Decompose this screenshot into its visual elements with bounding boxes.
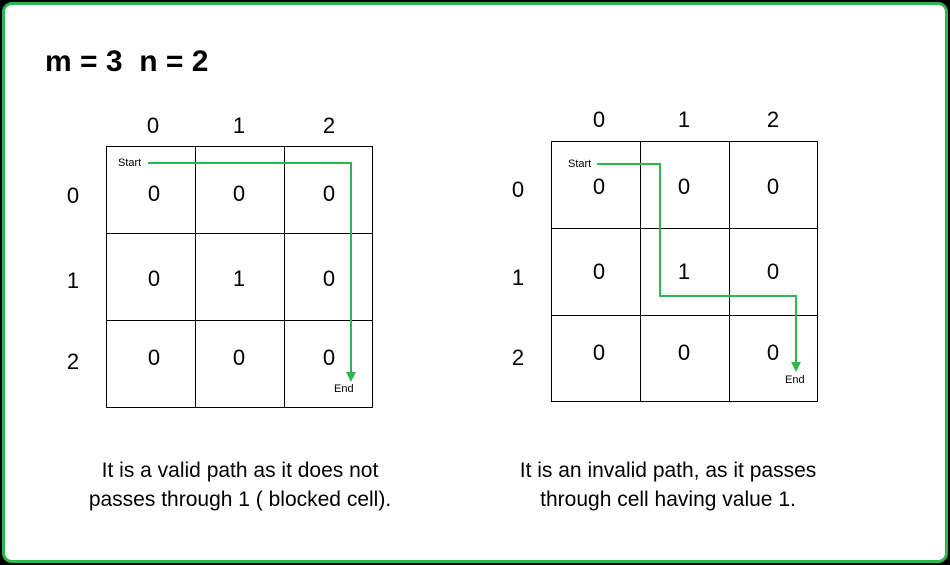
left-row-header-2: 2 [66,349,80,374]
right-grid [551,141,818,402]
left-col-header-0: 0 [146,113,160,138]
right-grid-divider [551,315,818,316]
left-row-header-0: 0 [66,183,80,208]
left-grid [106,146,373,408]
left-col-header-2: 2 [322,113,336,138]
left-start-label: Start [118,157,142,169]
right-end-label: End [785,374,805,386]
right-grid-divider [551,228,818,229]
right-col-header-1: 1 [677,107,691,132]
left-grid-divider [106,320,373,321]
left-caption-line-1: It is a valid path as it does not [101,459,379,482]
left-end-label: End [334,383,354,395]
left-row-header-1: 1 [66,268,80,293]
left-col-header-1: 1 [232,113,246,138]
left-cell-2-1: 0 [232,345,246,370]
right-col-header-2: 2 [766,107,780,132]
left-cell-0-0: 0 [147,181,161,206]
right-cell-1-2: 0 [766,259,780,284]
left-grid-divider [195,146,196,408]
right-start-label: Start [568,158,592,170]
left-grid-divider [106,233,373,234]
right-row-header-1: 1 [511,265,525,290]
right-cell-1-0: 0 [592,259,606,284]
right-grid-divider [640,141,641,402]
right-cell-0-1: 0 [677,174,691,199]
left-cell-1-1: 1 [232,266,246,291]
left-cell-0-2: 0 [322,181,336,206]
left-cell-0-1: 0 [232,181,246,206]
right-grid-divider [729,141,730,402]
right-caption-line-1: It is an invalid path, as it passes [519,459,817,482]
right-cell-0-2: 0 [766,174,780,199]
right-col-header-0: 0 [592,107,606,132]
left-grid-divider [284,146,285,408]
right-cell-2-1: 0 [677,340,691,365]
left-cell-2-0: 0 [147,345,161,370]
left-cell-1-2: 0 [322,266,336,291]
right-row-header-2: 2 [511,345,525,370]
right-row-header-0: 0 [511,177,525,202]
right-cell-2-0: 0 [592,340,606,365]
left-cell-1-0: 0 [147,266,161,291]
left-caption-line-2: passes through 1 ( blocked cell). [88,488,392,511]
right-caption-line-2: through cell having value 1. [540,488,796,511]
right-cell-2-2: 0 [766,340,780,365]
left-cell-2-2: 0 [322,345,336,370]
right-cell-1-1: 1 [677,259,691,284]
right-cell-0-0: 0 [592,174,606,199]
diagram-title: m = 3 n = 2 [45,45,209,78]
